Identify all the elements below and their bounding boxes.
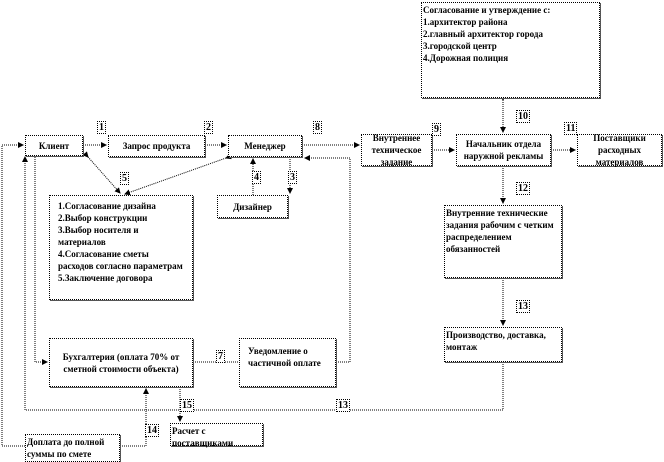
steps-node: 1.Согласование дизайна 2.Выбор конструкц… bbox=[49, 195, 193, 300]
approval-title: Согласование и утверждение с: bbox=[423, 5, 551, 15]
client-node: Клиент bbox=[25, 135, 83, 156]
step-label: 12 bbox=[516, 182, 530, 195]
step-label: 5 bbox=[120, 172, 129, 185]
step-item: 5.Заключение договора bbox=[58, 273, 153, 283]
settlement-node: Расчет с поставщиками bbox=[170, 423, 263, 448]
accounting-node: Бухгалтерия (оплата 70% от сметной стоим… bbox=[49, 338, 193, 387]
tech-task-node: Внутреннее техническое задание bbox=[361, 133, 432, 167]
approval-item: 1.архитектор района bbox=[423, 17, 508, 27]
step-label: 15 bbox=[180, 399, 194, 412]
step-label: 3 bbox=[288, 171, 297, 184]
step-item: 2.Выбор конструкции bbox=[58, 213, 148, 223]
approval-node: Согласование и утверждение с: 1.архитект… bbox=[421, 2, 600, 98]
approval-item: 4.Дорожная полиция bbox=[423, 53, 509, 63]
notice-node: Уведомление о частичной оплате bbox=[239, 338, 336, 387]
suppliers-node: Поставщики расходных материалов bbox=[577, 133, 662, 167]
step-label: 11 bbox=[564, 122, 578, 135]
step-label: 2 bbox=[204, 121, 213, 134]
approval-item: 3.городской центр bbox=[423, 41, 497, 51]
step-label: 14 bbox=[145, 424, 159, 437]
step-label: 13 bbox=[516, 300, 530, 313]
step-item: 1.Согласование дизайна bbox=[58, 201, 156, 211]
step-label: 13 bbox=[336, 399, 350, 412]
production-node: Производство, доставка, монтаж bbox=[444, 327, 562, 362]
step-item: 4.Согласование сметы расходов согласно п… bbox=[58, 249, 183, 271]
manager-node: Менеджер bbox=[228, 135, 302, 157]
request-node: Запрос продукта bbox=[108, 135, 205, 157]
step-label: 9 bbox=[432, 123, 441, 136]
surcharge-node: Доплата до полной суммы по смете bbox=[25, 434, 120, 462]
step-label: 1 bbox=[97, 121, 106, 134]
head-node: Начальник отдела наружной рекламы bbox=[456, 134, 551, 166]
approval-item: 2.главный архитектор города bbox=[423, 29, 543, 39]
designer-node: Дизайнер bbox=[217, 195, 288, 218]
step-label: 8 bbox=[313, 121, 322, 134]
step-item: 3.Выбор носителя и материалов bbox=[58, 225, 139, 247]
step-label: 7 bbox=[216, 350, 225, 363]
worker-tasks-node: Внутренние технические задания рабочим с… bbox=[444, 205, 562, 278]
step-label: 4 bbox=[252, 171, 261, 184]
step-label: 10 bbox=[516, 110, 530, 123]
